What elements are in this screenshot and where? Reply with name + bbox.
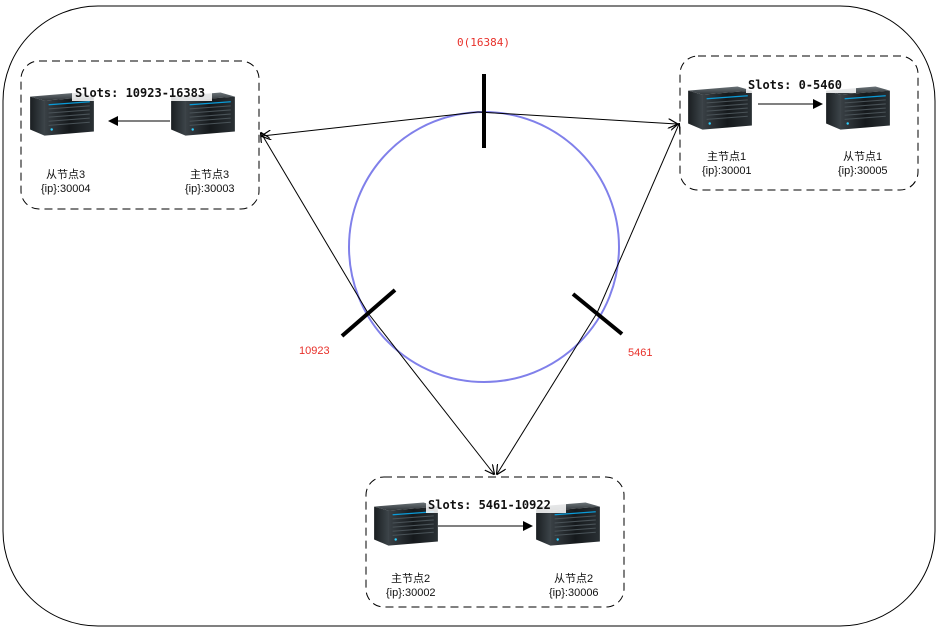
arrow-to-node3 — [262, 111, 479, 136]
arrow-right-to-node1 — [596, 124, 679, 314]
arrow-right-to-node2 — [497, 312, 598, 474]
slave-addr-node2: {ip}:30006 — [549, 587, 599, 599]
master-name-node2: 主节点2 — [391, 572, 430, 585]
ring-label-left: 10923 — [299, 345, 330, 357]
slave-name-node3: 从节点3 — [46, 168, 85, 181]
master-name-node1: 主节点1 — [707, 150, 746, 163]
master-addr-node3: {ip}:30003 — [185, 183, 235, 195]
slave-name-node1: 从节点1 — [843, 150, 882, 163]
server-icon — [687, 85, 753, 131]
ring-label-top: 0(16384) — [457, 36, 510, 49]
arrow-left-to-node3 — [261, 133, 369, 314]
arrow-left-to-node2 — [367, 312, 494, 474]
hash-slot-ring — [348, 111, 620, 383]
slots-label-node2: Slots: 5461-10922 — [428, 498, 551, 512]
slots-label-node1: Slots: 0-5460 — [748, 78, 842, 92]
master-addr-node1: {ip}:30001 — [702, 165, 752, 177]
slave-name-node2: 从节点2 — [554, 572, 593, 585]
slave-addr-node1: {ip}:30005 — [838, 165, 888, 177]
outer-frame — [2, 5, 936, 627]
master-name-node3: 主节点3 — [190, 168, 229, 181]
slots-bg-node1 — [746, 77, 856, 93]
master-addr-node2: {ip}:30002 — [386, 587, 436, 599]
slots-bg-node2 — [426, 497, 566, 513]
ring-tick-right — [571, 292, 624, 336]
slave-addr-node3: {ip}:30004 — [41, 183, 91, 195]
group-box-node1 — [679, 55, 919, 191]
ring-label-right: 5461 — [628, 347, 652, 359]
group-box-node3 — [20, 60, 260, 210]
slots-bg-node3 — [72, 85, 212, 101]
slots-label-node3: Slots: 10923-16383 — [75, 86, 205, 100]
group-box-node2 — [365, 476, 625, 608]
arrow-to-node1 — [477, 111, 677, 124]
